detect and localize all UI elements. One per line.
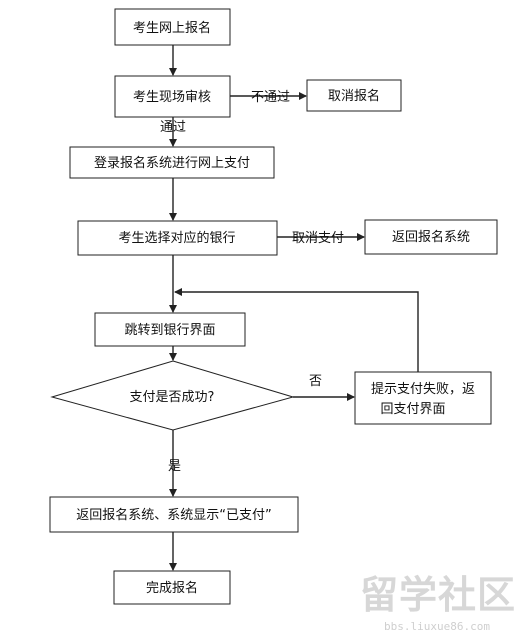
node-paid-text: 返回报名系统、系统显示“已支付” [76,507,271,523]
label-not-pass: 不通过 [251,90,290,105]
node-complete: 完成报名 [113,570,231,605]
edge-fail-loop-back [174,288,419,372]
node-cancel-signup: 取消报名 [306,79,402,112]
node-return-system-text: 返回报名系统 [392,229,470,245]
label-cancel-pay: 取消支付 [292,231,344,246]
watermark: 留学社区 bbs.liuxue86.com [360,573,516,633]
node-online-signup: 考生网上报名 [114,8,231,46]
label-yes: 是 [168,459,181,474]
node-pay-fail-text-line2: 回支付界面 [380,402,445,417]
node-login-pay-text: 登录报名系统进行网上支付 [94,155,250,171]
node-complete-text: 完成报名 [146,580,198,596]
watermark-url: bbs.liuxue86.com [384,620,490,633]
node-pay-fail: 提示支付失败，返 回支付界面 [354,371,492,425]
label-no: 否 [309,374,322,389]
node-onsite-review: 考生现场审核 [114,75,231,118]
node-cancel-signup-text: 取消报名 [328,88,380,104]
node-choose-bank: 考生选择对应的银行 [77,220,278,256]
node-login-pay: 登录报名系统进行网上支付 [69,146,275,179]
node-bank-page: 跳转到银行界面 [94,312,246,347]
node-pay-decision: 支付是否成功? [50,360,295,431]
node-pay-decision-text: 支付是否成功? [130,390,215,405]
label-pass: 通过 [160,120,186,135]
node-return-system: 返回报名系统 [364,219,498,255]
node-onsite-review-text: 考生现场审核 [133,90,211,105]
node-online-signup-text: 考生网上报名 [133,20,211,36]
node-paid: 返回报名系统、系统显示“已支付” [49,496,299,533]
node-bank-page-text: 跳转到银行界面 [124,323,215,338]
node-choose-bank-text: 考生选择对应的银行 [118,230,235,246]
edges [169,45,419,571]
node-pay-fail-text-line1: 提示支付失败，返 [371,381,475,397]
watermark-brand: 留学社区 [360,573,516,617]
